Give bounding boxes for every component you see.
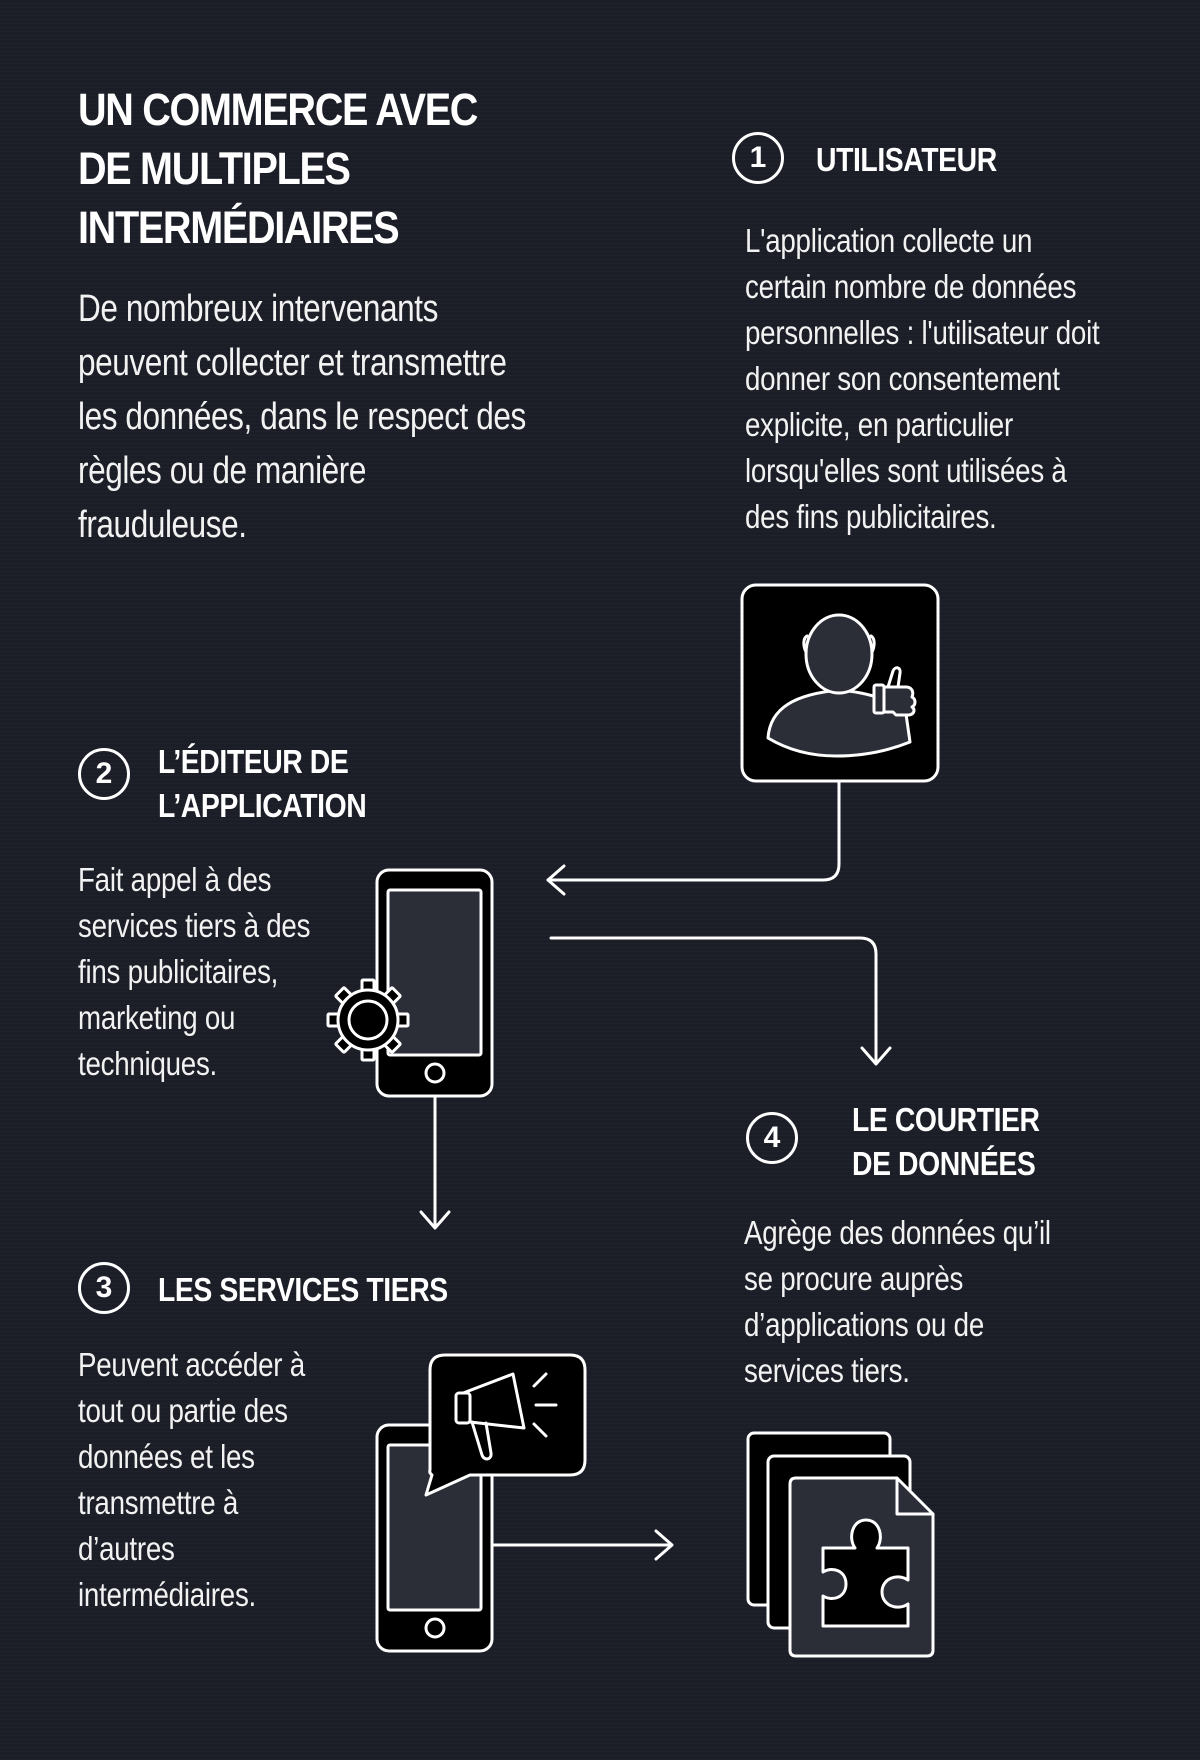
- documents-puzzle-icon: [746, 1431, 935, 1658]
- step-2-number: 2: [78, 748, 130, 800]
- arrow-publisher-to-broker: [549, 936, 892, 1066]
- step-4-number: 4: [746, 1112, 798, 1164]
- step-4-title: LE COURTIER DE DONNÉES: [852, 1101, 1040, 1182]
- step-1-title: UTILISATEUR: [816, 141, 997, 178]
- arrow-user-to-publisher: [546, 780, 841, 896]
- arrow-services-to-broker: [492, 1529, 674, 1561]
- phone-gear-icon: [326, 868, 494, 1098]
- step-1-body: L'application collecte un certain nombre…: [745, 222, 1100, 535]
- step-2-body: Fait appel à des services tiers à des fi…: [78, 861, 311, 1082]
- step-2-title: L’ÉDITEUR DE L’APPLICATION: [158, 743, 367, 824]
- step-1-number: 1: [732, 132, 784, 184]
- intro-text: De nombreux intervenants peuvent collect…: [78, 288, 526, 546]
- main-title: UN COMMERCE AVEC DE MULTIPLES INTERMÉDIA…: [78, 84, 478, 253]
- step-3-number: 3: [78, 1262, 130, 1314]
- arrow-publisher-to-services: [419, 1095, 451, 1230]
- user-thumbs-up-icon: [740, 583, 940, 783]
- step-3-body: Peuvent accéder à tout ou partie des don…: [78, 1346, 305, 1613]
- step-3-title: LES SERVICES TIERS: [158, 1271, 448, 1308]
- step-4-body: Agrège des données qu’il se procure aupr…: [744, 1214, 1051, 1389]
- phone-megaphone-icon: [375, 1353, 587, 1653]
